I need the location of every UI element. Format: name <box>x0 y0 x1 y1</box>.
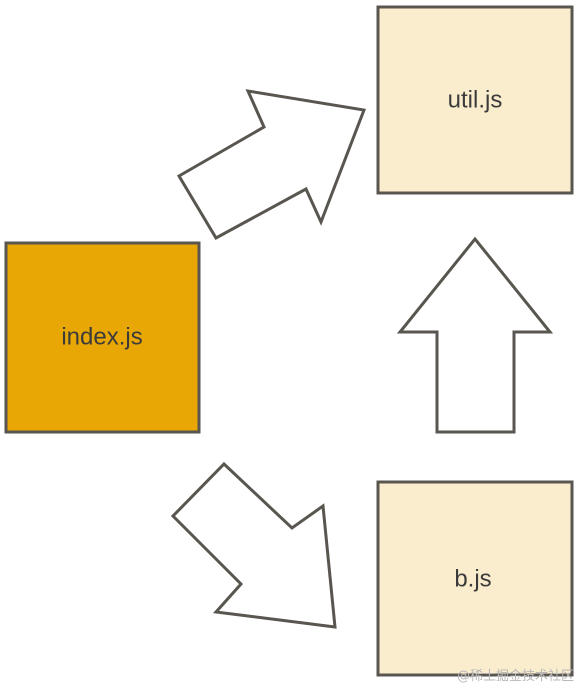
node-index-box <box>4 241 201 434</box>
node-b-label: b.js <box>454 565 491 592</box>
node-index[interactable]: index.js <box>4 241 201 434</box>
arrow-index-to-util <box>176 89 367 241</box>
node-util-label: util.js <box>448 86 503 113</box>
node-b[interactable]: b.js <box>376 480 574 677</box>
arrow-b-to-util <box>396 236 554 434</box>
node-b-box <box>376 480 574 677</box>
arrow-index-to-b <box>170 461 337 629</box>
watermark-text: @稀土掘金技术社区 <box>457 668 574 684</box>
node-util[interactable]: util.js <box>376 5 574 195</box>
node-index-label: index.js <box>61 323 142 350</box>
node-util-box <box>376 5 574 195</box>
